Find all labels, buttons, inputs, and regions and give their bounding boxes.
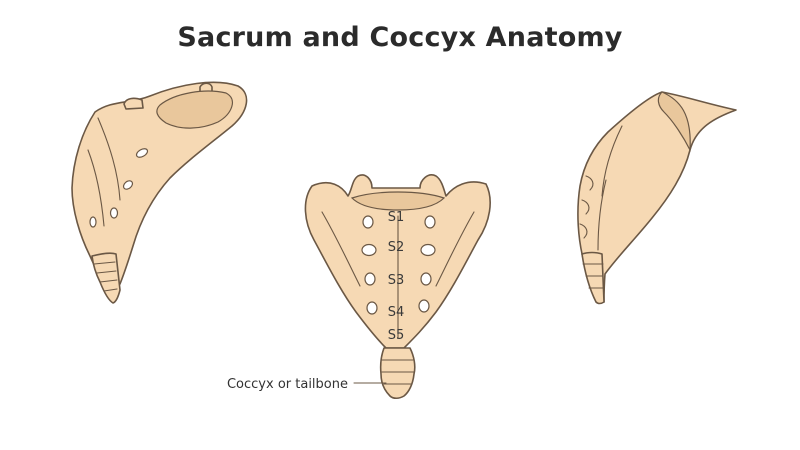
sacrum-lateral-view-right [577, 91, 737, 305]
coccyx-callout-label: Coccyx or tailbone [227, 377, 348, 392]
segment-label-s4: S4 [388, 305, 405, 320]
diagram-title: Sacrum and Coccyx Anatomy [177, 22, 623, 53]
segment-label-s1: S1 [388, 210, 405, 225]
sacrum-lateral-view-left [71, 81, 248, 304]
sacrum-anterior-view-center: S1 S2 S3 S4 S5 Coccyx or tailbone [227, 174, 491, 400]
segment-label-s2: S2 [388, 240, 405, 255]
segment-label-s3: S3 [388, 273, 405, 288]
segment-label-s5: S5 [388, 328, 405, 343]
